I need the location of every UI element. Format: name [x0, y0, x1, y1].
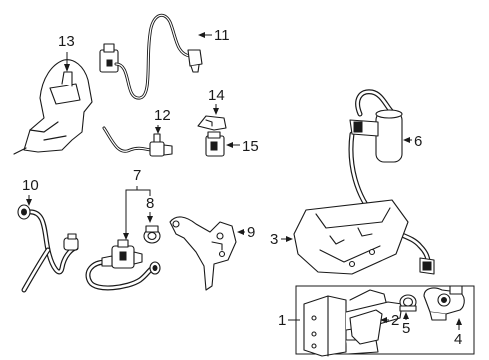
callout-8: 8 [146, 195, 154, 223]
callout-15: 15 [226, 138, 259, 155]
callout-9: 9 [237, 224, 255, 241]
part-5-fitting [399, 294, 417, 312]
callout-9-label: 9 [247, 224, 255, 241]
callout-10: 10 [22, 177, 39, 206]
callout-7: 7 [123, 167, 151, 240]
part-13-heat-shield [13, 59, 93, 155]
callout-1: 1 [278, 312, 300, 329]
callout-12-label: 12 [154, 107, 171, 124]
part-11-oxygen-sensor [99, 13, 203, 100]
part-8-fitting [143, 225, 161, 244]
callout-14: 14 [208, 87, 225, 115]
callout-14-label: 14 [208, 87, 225, 104]
callout-12: 12 [154, 107, 171, 134]
callout-15-label: 15 [242, 138, 259, 155]
part-4-pump [423, 285, 465, 321]
assembly-box [295, 285, 475, 355]
part-12-oxygen-sensor [102, 126, 173, 157]
callout-1-label: 1 [278, 312, 286, 329]
callout-5: 5 [402, 312, 410, 337]
callout-7-label: 7 [133, 167, 141, 184]
callout-6-label: 6 [414, 133, 422, 150]
callout-4-label: 4 [454, 331, 462, 348]
callout-3: 3 [270, 231, 293, 248]
callout-2: 2 [380, 312, 399, 329]
callout-13-label: 13 [58, 33, 75, 50]
callout-3-label: 3 [270, 231, 278, 248]
callout-13: 13 [58, 33, 75, 72]
callout-11: 11 [198, 27, 230, 44]
callout-5-label: 5 [402, 320, 410, 337]
part-3-shield [293, 199, 409, 275]
part-15-connector [205, 131, 225, 157]
part-10-hose [17, 204, 79, 293]
callout-4: 4 [454, 318, 462, 348]
part-14-bracket [197, 115, 227, 131]
part-2-bracket [349, 309, 383, 345]
part-9-bracket [169, 216, 237, 291]
callout-10-label: 10 [22, 177, 39, 194]
callout-6: 6 [403, 133, 422, 150]
callout-11-label: 11 [214, 27, 230, 44]
callout-2-label: 2 [391, 312, 399, 329]
callout-8-label: 8 [146, 195, 154, 212]
part-7-purge-valve [85, 239, 161, 291]
